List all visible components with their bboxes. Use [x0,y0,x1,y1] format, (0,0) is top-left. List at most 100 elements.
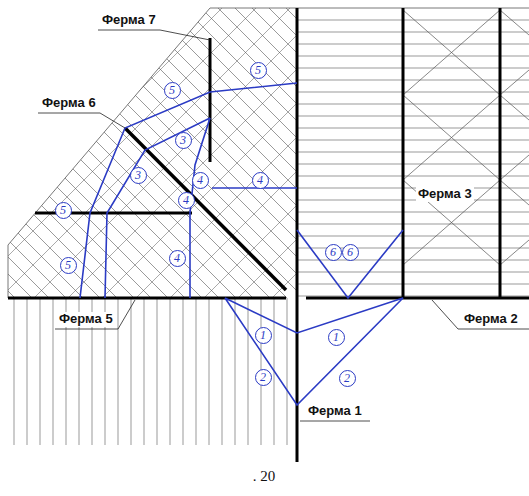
roof-hatch [27,298,28,445]
roof-hatch [297,128,529,129]
callout-ring [164,82,180,98]
roof-hatch [209,298,210,445]
callout-circle: 6 [325,244,342,261]
bracing-cross [403,180,500,265]
roof-hatch [297,284,529,285]
truss-label: Ферма 3 [416,187,474,202]
roof-hatch [297,236,529,237]
callout-ring [55,202,71,218]
callout-number: 3 [135,169,141,181]
callout-number: 6 [330,246,336,258]
roof-hatch [297,224,529,225]
roof-hatch [248,298,249,445]
bracing-cross [403,180,500,265]
callout-ring [328,329,344,345]
callout-ring [342,244,358,260]
callout-ring [255,327,271,343]
roof-outline [297,8,529,9]
roof-hatch [210,0,529,320]
roof-hatch [0,0,230,320]
callout-number: 5 [65,259,71,271]
roof-hatch [40,298,41,445]
roof-hatch [244,0,529,320]
truss-label: Ферма 6 [40,96,98,111]
roof-hatch [297,68,529,69]
bracing-cross [403,95,500,180]
roof-hatch [297,56,529,57]
roof-hatch [261,0,529,320]
roof-hatch [0,0,309,320]
roof-hatch [0,0,258,320]
callout-ring [325,244,341,260]
roof-hatch [14,298,15,445]
brace-member [297,230,403,298]
truss-label: Ферма 2 [462,312,520,327]
roof-hatch [0,0,105,320]
callout-ring [130,167,146,183]
callout-number: 5 [169,84,175,96]
roof-hatch [235,298,236,445]
roof-hatch [0,0,241,320]
roof-hatch [297,296,529,297]
callout-ring [175,132,191,148]
callout-number: 2 [260,371,266,383]
callout-number: 2 [344,372,350,384]
bracing-cross [500,155,529,180]
callout-circle: 4 [252,172,269,189]
roof-hatch [227,0,529,320]
bracing-cross [500,240,529,265]
truss-line [499,8,502,298]
truss-line [296,8,299,462]
roof-hatch [23,0,343,320]
figure-caption: . 20 [251,468,278,485]
leader-line [458,329,529,330]
roof-hatch [53,298,54,445]
callout-number: 4 [197,174,203,186]
roof-hatch [183,298,184,445]
callout-circle: 5 [250,62,267,79]
callout-number: 5 [255,64,261,76]
roof-hatch [297,20,529,21]
roof-hatch [284,0,529,320]
roof-hatch [297,44,529,45]
roof-hatch [278,0,529,320]
callout-circle: 2 [255,369,272,386]
callout-ring [339,370,355,386]
callout-ring [178,192,194,208]
roof-hatch [0,0,196,320]
callout-number: 1 [333,331,339,343]
callout-circle: 5 [55,202,72,219]
roof-hatch [0,0,128,320]
bracing-cross [500,95,529,120]
callout-number: 4 [257,174,263,186]
callout-circle: 6 [342,244,359,261]
roof-hatch [297,32,529,33]
bracing-cross [403,10,500,95]
bracing-cross [500,70,529,95]
roof-hatch [297,92,529,93]
truss-label: Ферма 1 [306,404,364,419]
truss-label: Ферма 7 [100,13,158,28]
roof-hatch [0,0,298,320]
callout-circle: 5 [60,257,77,274]
roof-hatch [250,0,529,320]
callout-ring [250,62,266,78]
callout-circle: 1 [255,327,272,344]
callout-number: 4 [183,194,189,206]
callout-circle: 4 [169,250,186,267]
roof-hatch [297,80,529,81]
roof-hatch [0,0,60,320]
roof-hatch [297,116,529,117]
truss-line [8,297,286,300]
roof-hatch [131,298,132,445]
roof-hatch [157,298,158,445]
truss-line [306,297,529,300]
roof-hatch [297,140,529,141]
roof-hatch [0,0,292,320]
callout-number: 6 [347,246,353,258]
callout-number: 3 [180,134,186,146]
roof-hatch [222,298,223,445]
truss-line [125,128,286,290]
roof-hatch [0,0,139,320]
